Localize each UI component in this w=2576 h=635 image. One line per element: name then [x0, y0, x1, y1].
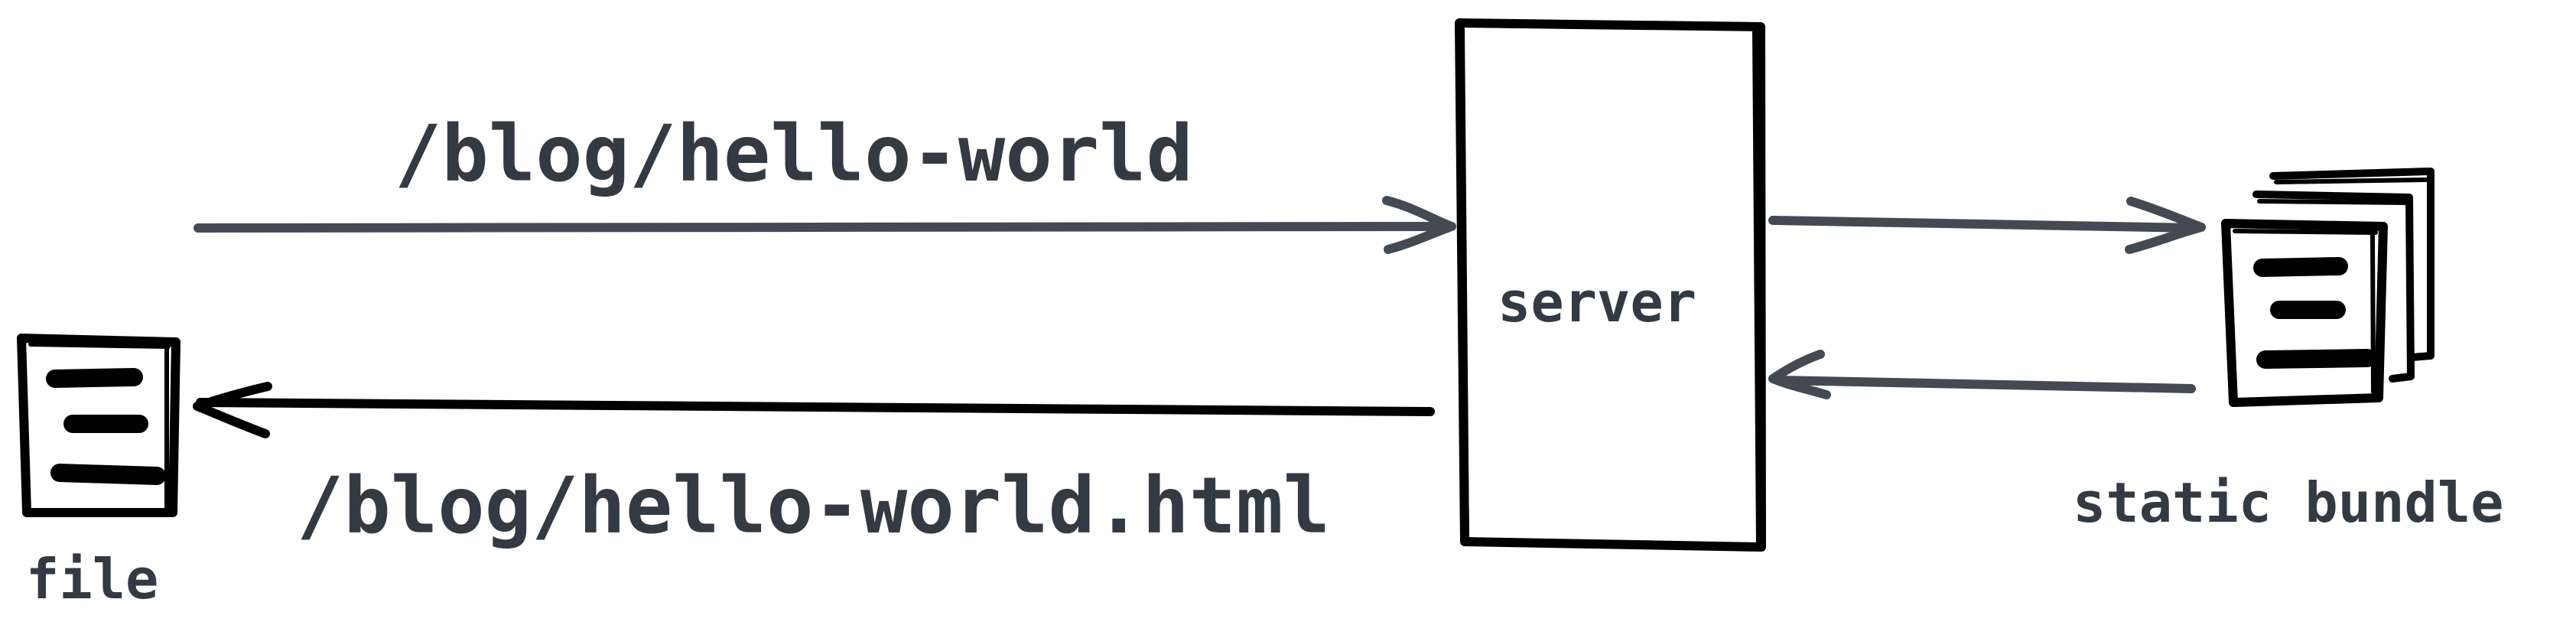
request-arrow	[194, 196, 1456, 254]
bundle-label: static bundle	[2073, 471, 2504, 535]
response-path-label: /blog/hello-world.html	[297, 461, 1330, 552]
server-label: server	[1498, 270, 1696, 334]
stacked-documents-icon	[2221, 168, 2435, 407]
request-path-label: /blog/hello-world	[395, 109, 1193, 200]
server-to-bundle-arrow	[1768, 197, 2206, 254]
file-label: file	[26, 547, 158, 611]
response-arrow	[193, 382, 1435, 438]
server-box	[1455, 18, 1766, 552]
bundle-to-server-arrow	[1768, 350, 2196, 399]
document-icon	[17, 334, 181, 517]
